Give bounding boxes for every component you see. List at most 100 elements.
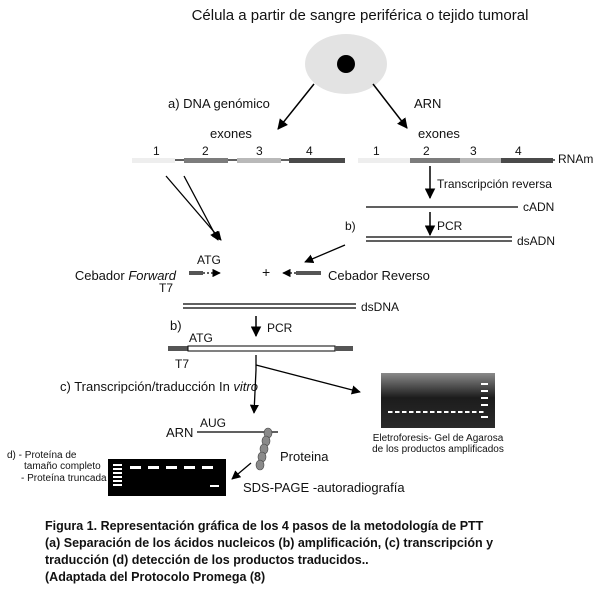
- caption-line-2: (a) Separación de los ácidos nucleicos (…: [45, 536, 493, 550]
- agarose-ladder-band: [481, 390, 488, 392]
- label-proteina: Proteina: [280, 449, 329, 464]
- agarose-band: [458, 411, 463, 413]
- label-proteina-de: d) - Proteína de: [7, 450, 77, 461]
- exon-number-1-left: 1: [153, 144, 160, 158]
- exon-number-2-left: 2: [202, 144, 209, 158]
- sds-ladder-band: [113, 480, 122, 482]
- label-dna-genomico: a) DNA genómico: [168, 96, 270, 111]
- label-b-left: b): [170, 318, 182, 333]
- sds-full-length-band: [166, 466, 177, 469]
- label-t7-primer: T7: [159, 281, 173, 295]
- label-arn-transcript: ARN: [166, 425, 193, 440]
- label-dsadn: dsADN: [517, 234, 555, 248]
- sds-ladder-band: [113, 468, 122, 470]
- agarose-band: [430, 411, 435, 413]
- caption-line-4: (Adaptada del Protocolo Promega (8): [45, 570, 265, 584]
- reverse-primer-bar: [296, 271, 321, 275]
- label-cebador-reverso: Cebador Reverso: [328, 268, 430, 283]
- sds-gel-background: [108, 459, 226, 496]
- agarose-ladder-band: [481, 383, 488, 385]
- exon-3-mrna: [460, 158, 501, 163]
- exon-4-genomic: [289, 158, 345, 163]
- label-cadn: cADN: [523, 200, 554, 214]
- sds-full-length-band: [130, 466, 141, 469]
- exon-number-3-left: 3: [256, 144, 263, 158]
- sds-truncated-band: [210, 485, 219, 487]
- label-pcr-2: PCR: [267, 321, 293, 335]
- genomic-dna-strand: [132, 158, 345, 163]
- arrow-to-transcription: [249, 355, 259, 414]
- label-aug: AUG: [200, 416, 226, 430]
- label-proteina-truncada: - Proteína truncada: [21, 473, 107, 484]
- label-t7-product: T7: [175, 357, 189, 371]
- arrow-to-genomic: [277, 83, 315, 130]
- agarose-band: [444, 411, 449, 413]
- sds-ladder-band: [113, 472, 122, 474]
- protein-bead: [255, 459, 265, 471]
- agarose-band: [472, 411, 477, 413]
- agarose-band: [437, 411, 442, 413]
- protein-chain: [255, 427, 273, 471]
- exon-number-1-right: 1: [373, 144, 380, 158]
- sds-ladder-band: [113, 464, 122, 466]
- label-cebador-forward: Cebador Forward: [75, 268, 177, 283]
- agarose-band: [423, 411, 428, 413]
- exon-3-genomic: [237, 158, 281, 163]
- nucleus: [337, 55, 355, 73]
- sds-page-gel: [108, 459, 226, 496]
- sds-full-length-band: [148, 466, 159, 469]
- label-exones-right: exones: [418, 126, 460, 141]
- label-rnam: RNAm: [558, 152, 593, 166]
- exon-2-mrna: [410, 158, 460, 163]
- pcr-product: [168, 345, 353, 352]
- sds-full-length-band: [184, 466, 195, 469]
- agarose-band: [388, 411, 393, 413]
- label-tamano-completo: tamaño completo: [24, 461, 101, 472]
- title: Célula a partir de sangre periférica o t…: [192, 7, 529, 24]
- exon-number-4-left: 4: [306, 144, 313, 158]
- agarose-band: [479, 411, 484, 413]
- arrow-dsadn-to-reverse: [304, 244, 346, 263]
- agarose-band: [409, 411, 414, 413]
- label-atg-primer: ATG: [197, 253, 221, 267]
- exon-4-mrna: [501, 158, 553, 163]
- label-gel-caption-2: de los productos amplificados: [372, 444, 504, 455]
- agarose-ladder-band: [481, 404, 488, 406]
- agarose-ladder-band: [481, 397, 488, 399]
- agarose-band: [402, 411, 407, 413]
- exon-number-2-right: 2: [423, 144, 430, 158]
- agarose-band: [465, 411, 470, 413]
- sds-ladder-band: [113, 476, 122, 478]
- label-b-right: b): [345, 219, 356, 233]
- agarose-band: [451, 411, 456, 413]
- exon-1-genomic: [132, 158, 175, 163]
- label-transcripcion-traduccion: c) Transcripción/traducción In vitro: [60, 379, 258, 394]
- label-exones-left: exones: [210, 126, 252, 141]
- label-transcripcion-reversa: Transcripción reversa: [437, 177, 552, 191]
- exon-2-genomic: [184, 158, 228, 163]
- agarose-ladder-band: [481, 416, 488, 418]
- sds-ladder-band: [113, 484, 122, 486]
- label-gel-caption-1: Eletroforesis- Gel de Agarosa: [373, 433, 504, 444]
- label-pcr-1: PCR: [437, 219, 463, 233]
- arrow-to-gel: [255, 364, 361, 395]
- caption-line-1: Figura 1. Representación gráfica de los …: [45, 519, 484, 533]
- label-atg-product: ATG: [189, 331, 213, 345]
- agarose-band: [395, 411, 400, 413]
- exon-number-3-right: 3: [470, 144, 477, 158]
- agarose-gel: [381, 373, 495, 428]
- arrow-genomic-to-forward-2: [183, 175, 219, 241]
- label-dsdna: dsDNA: [361, 300, 399, 314]
- arrow-to-arn: [372, 83, 408, 129]
- sds-full-length-band: [202, 466, 213, 469]
- caption-line-3: traducción (d) detección de los producto…: [45, 553, 369, 567]
- plus-sign: +: [262, 264, 270, 280]
- label-sds-page: SDS-PAGE -autoradiografía: [243, 480, 405, 495]
- agarose-gel-background: [381, 373, 495, 428]
- exon-number-4-right: 4: [515, 144, 522, 158]
- exon-1-mrna: [358, 158, 410, 163]
- agarose-band: [416, 411, 421, 413]
- label-arn: ARN: [414, 96, 441, 111]
